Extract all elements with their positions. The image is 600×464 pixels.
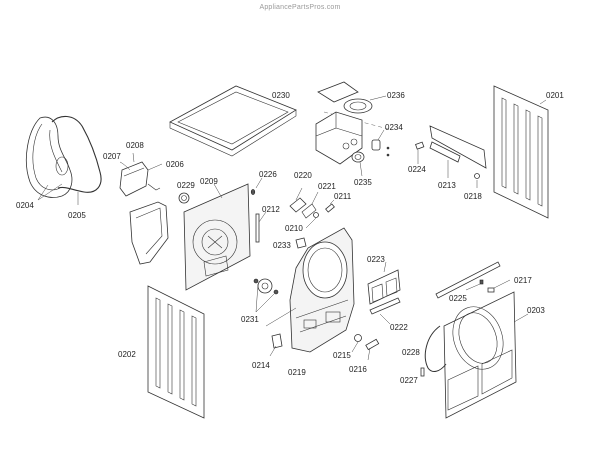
part-0233[interactable] xyxy=(295,237,307,249)
label-0219: 0219 xyxy=(288,368,306,377)
label-0228: 0228 xyxy=(402,348,420,357)
part-0225[interactable] xyxy=(479,279,484,285)
part-0231[interactable] xyxy=(253,278,279,295)
part-side-panel-0201[interactable] xyxy=(493,85,549,219)
label-0225: 0225 xyxy=(449,294,467,303)
part-0217[interactable] xyxy=(487,287,495,293)
label-0210: 0210 xyxy=(285,224,303,233)
label-0207: 0207 xyxy=(103,152,121,161)
part-filter-0223[interactable] xyxy=(367,269,401,305)
label-0214: 0214 xyxy=(252,361,270,370)
label-0220: 0220 xyxy=(294,171,312,180)
part-duct[interactable] xyxy=(129,201,169,265)
watermark: AppliancePartsPros.com xyxy=(259,4,341,11)
part-0235[interactable] xyxy=(351,151,365,163)
label-0217: 0217 xyxy=(514,276,532,285)
label-0201: 0201 xyxy=(546,91,564,100)
part-side-panel-0202[interactable] xyxy=(147,285,205,419)
part-door-0204[interactable] xyxy=(25,116,73,198)
label-0205: 0205 xyxy=(68,211,86,220)
label-0209: 0209 xyxy=(200,177,218,186)
label-0229: 0229 xyxy=(177,181,195,190)
label-0236: 0236 xyxy=(387,91,405,100)
part-0221[interactable] xyxy=(301,203,317,219)
part-gasket-0222[interactable] xyxy=(369,297,401,315)
part-0227[interactable] xyxy=(420,367,425,377)
label-0212: 0212 xyxy=(262,205,280,214)
part-bulkhead-0219[interactable] xyxy=(289,227,355,353)
label-0211: 0211 xyxy=(334,192,352,201)
part-0215[interactable] xyxy=(354,334,362,342)
part-door-seal-0228[interactable] xyxy=(424,325,447,372)
label-0221: 0221 xyxy=(318,182,336,191)
part-0214[interactable] xyxy=(271,333,283,349)
label-0226: 0226 xyxy=(259,170,277,179)
label-0230: 0230 xyxy=(272,91,290,100)
label-0234: 0234 xyxy=(385,123,403,132)
label-0203: 0203 xyxy=(527,306,545,315)
part-0213[interactable] xyxy=(429,141,461,163)
part-0212[interactable] xyxy=(255,213,260,243)
part-0211[interactable] xyxy=(325,203,335,213)
part-0218[interactable] xyxy=(474,173,480,179)
label-0223: 0223 xyxy=(367,255,385,264)
part-seal-0205[interactable] xyxy=(51,115,102,193)
part-control-panel[interactable] xyxy=(429,125,487,169)
part-rail[interactable] xyxy=(435,261,501,299)
part-0210[interactable] xyxy=(313,212,319,218)
part-0229[interactable] xyxy=(178,192,190,204)
label-0202: 0202 xyxy=(118,350,136,359)
part-0226[interactable] xyxy=(250,189,256,195)
label-0227: 0227 xyxy=(400,376,418,385)
label-0224: 0224 xyxy=(408,165,426,174)
label-0231: 0231 xyxy=(241,315,259,324)
part-blower-housing[interactable] xyxy=(315,111,363,165)
part-front-panel-0203[interactable] xyxy=(443,291,517,419)
part-top-0230[interactable] xyxy=(169,85,297,157)
label-0213: 0213 xyxy=(438,181,456,190)
label-0218: 0218 xyxy=(464,192,482,201)
part-0234[interactable] xyxy=(371,139,390,157)
part-0220[interactable] xyxy=(289,197,307,213)
part-0216[interactable] xyxy=(365,338,380,351)
label-0233: 0233 xyxy=(273,241,291,250)
label-0216: 0216 xyxy=(349,365,367,374)
label-0204: 0204 xyxy=(16,201,34,210)
part-0224[interactable] xyxy=(415,141,425,150)
part-cover-plate[interactable] xyxy=(317,81,359,103)
label-0206: 0206 xyxy=(166,160,184,169)
part-housing-0206[interactable] xyxy=(119,161,161,197)
label-0235: 0235 xyxy=(354,178,372,187)
part-rear-panel-0209[interactable] xyxy=(183,183,251,291)
part-0236[interactable] xyxy=(343,98,373,114)
label-0215: 0215 xyxy=(333,351,351,360)
label-0208: 0208 xyxy=(126,141,144,150)
label-0222: 0222 xyxy=(390,323,408,332)
